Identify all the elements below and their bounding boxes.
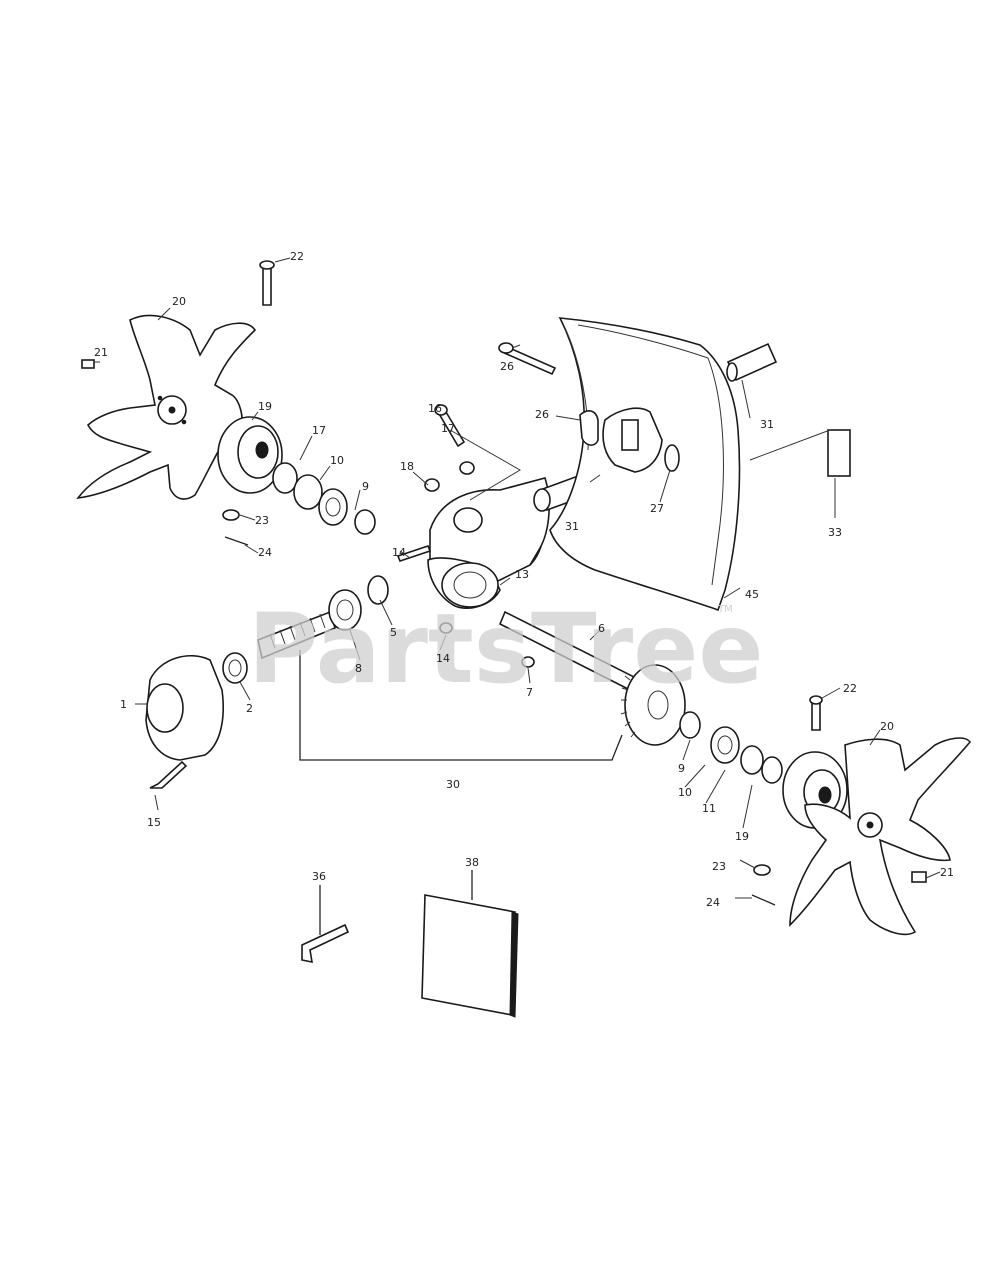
right-tine [789,737,972,936]
left-bearings [272,462,376,535]
callout-2: 2 [246,702,253,715]
callout-9-right: 9 [678,762,685,775]
manual-38 [421,870,519,1018]
callout-11: 11 [702,802,716,815]
callout-16: 16 [428,402,442,415]
callout-18: 18 [400,460,414,473]
gearbox-housing [427,477,550,609]
callout-24-left: 24 [258,546,272,559]
right-fasteners [751,695,927,906]
watermark-text: PartsTree [248,593,763,705]
callout-9-left: 9 [362,480,369,493]
callout-31-mid: 31 [565,520,579,533]
callout-10-right: 10 [678,786,692,799]
center-fasteners [396,404,475,562]
callout-20-right: 20 [880,720,894,733]
left-fasteners [81,260,275,546]
left-hub [217,416,283,494]
wrench-36 [301,885,350,964]
callout-33: 33 [828,526,842,539]
callout-38: 38 [465,856,479,869]
leader-lines [94,257,941,899]
callout-14-left: 14 [392,546,406,559]
callout-30: 30 [446,778,460,791]
bracket-30 [299,650,623,761]
callout-14-lower: 14 [436,652,450,665]
callout-19-right: 19 [735,830,749,843]
callout-17-left: 17 [312,424,326,437]
callout-20-left: 20 [172,295,186,308]
callout-27: 27 [650,502,664,515]
callout-5: 5 [390,626,397,639]
callout-23-left: 23 [255,514,269,527]
callout-22-left: 22 [290,250,304,263]
callout-45: 45 [745,588,759,601]
worm-shaft [257,575,389,660]
callout-8: 8 [355,662,362,675]
callout-17-center: 17 [441,422,455,435]
callout-13: 13 [515,568,529,581]
shield-fasteners [498,342,851,477]
callout-23-right: 23 [712,860,726,873]
left-tine [76,314,257,500]
callout-24-right: 24 [706,896,720,909]
callout-21-left: 21 [94,346,108,359]
callout-19-left: 19 [258,400,272,413]
callout-26-mid: 26 [535,408,549,421]
callout-1-left: 1 [120,698,127,711]
callout-36: 36 [312,870,326,883]
callout-31-top: 31 [760,418,774,431]
callout-15: 15 [147,816,161,829]
callout-22-right: 22 [843,682,857,695]
callout-26-top: 26 [500,360,514,373]
gear [620,664,686,746]
callout-6-upper: 6 [598,622,605,635]
right-bearings [679,711,783,784]
callout-7: 7 [526,686,533,699]
hitch-bracket [579,407,680,473]
callout-10-left: 10 [330,454,344,467]
callout-21-right: 21 [940,866,954,879]
left-cover [145,652,248,789]
watermark-trademark: TM [717,604,733,615]
